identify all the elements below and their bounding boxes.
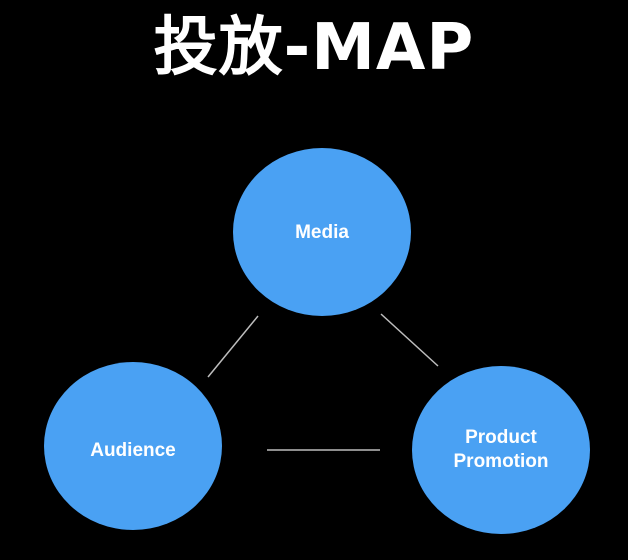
connector-media-audience [207, 315, 259, 378]
node-media [233, 148, 411, 316]
node-audience-label: Audience [90, 440, 176, 461]
connector-media-product [380, 313, 439, 367]
node-product-promotion [412, 366, 590, 534]
node-product-label-line2: Promotion [453, 451, 549, 472]
node-product-promotion-label: Product Promotion [431, 426, 571, 474]
node-media-label: Media [295, 222, 349, 243]
node-product-label-line1: Product [465, 427, 537, 448]
node-audience [44, 362, 222, 530]
diagram-title: 投放-MAP [153, 11, 475, 85]
